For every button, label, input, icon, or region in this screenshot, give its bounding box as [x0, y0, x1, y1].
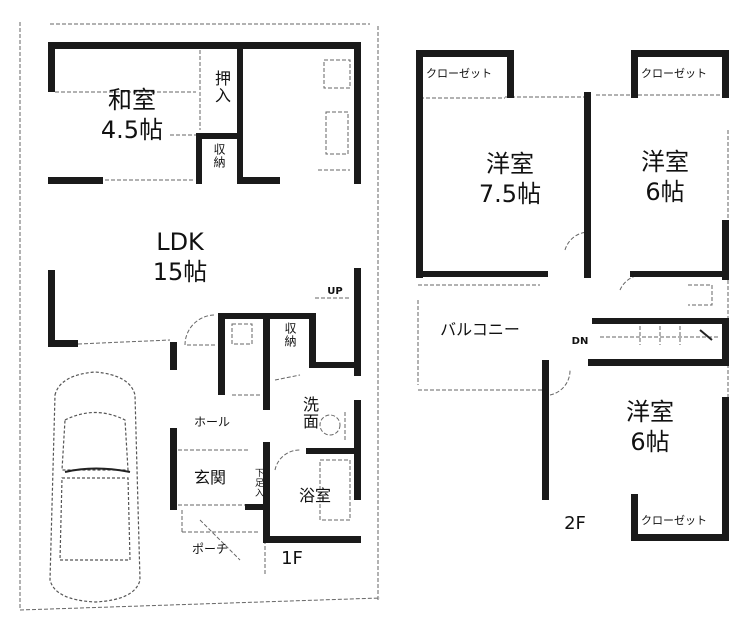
room-yoshitsu1-size: 7.5帖	[478, 180, 542, 208]
room-shuno-1: 収納	[212, 143, 226, 169]
wall	[722, 318, 729, 366]
wall	[416, 271, 548, 277]
wall	[48, 340, 78, 347]
room-genkan: 玄関	[193, 468, 226, 487]
wall	[416, 50, 423, 278]
room-shuno-2: 収納	[283, 322, 297, 348]
room-senmen: 洗面	[300, 396, 319, 430]
wall	[48, 42, 55, 92]
room-closet-2: クローゼット	[641, 67, 707, 80]
wall	[218, 313, 225, 395]
wall	[588, 359, 729, 366]
wall	[237, 177, 280, 184]
wall	[354, 268, 361, 376]
room-yoshitsu1-name: 洋室	[486, 150, 534, 178]
stair-dn-label: DN	[571, 336, 589, 347]
wall	[722, 220, 729, 280]
wall	[48, 270, 55, 347]
stair-up-label: UP	[327, 286, 343, 297]
wall	[584, 92, 591, 278]
room-closet-3: クローゼット	[641, 514, 707, 527]
room-yoshitsu2-name: 洋室	[641, 148, 689, 176]
wall	[354, 42, 361, 184]
room-yoshitsu3-name: 洋室	[626, 398, 674, 426]
room-porch: ポーチ	[191, 542, 228, 556]
room-ldk-size: 15帖	[152, 258, 208, 286]
wall	[631, 534, 729, 541]
wall	[722, 494, 729, 541]
wall	[196, 135, 202, 184]
room-washitsu-name: 和室	[108, 86, 156, 114]
wall	[196, 133, 240, 139]
wall	[631, 50, 638, 98]
wall	[722, 397, 729, 502]
wall	[416, 50, 514, 57]
wall	[263, 313, 270, 410]
wall	[630, 271, 729, 277]
room-yoshitsu3-size: 6帖	[630, 428, 670, 456]
room-washitsu-size: 4.5帖	[100, 116, 164, 144]
room-closet-1: クローゼット	[426, 67, 492, 80]
wall	[542, 360, 549, 500]
floor-label-2f: 2F	[564, 513, 586, 534]
wall	[245, 504, 270, 510]
wall	[48, 177, 103, 184]
floor-label-1f: 1F	[281, 548, 303, 569]
wall	[263, 536, 361, 543]
wall	[592, 318, 729, 324]
wall	[309, 313, 316, 363]
room-yokushitsu: 浴室	[298, 486, 331, 505]
wall	[631, 494, 638, 540]
wall	[722, 50, 729, 98]
wall	[354, 400, 361, 500]
wall	[309, 362, 361, 368]
wall	[237, 42, 243, 184]
wall	[170, 428, 177, 510]
wall	[631, 50, 729, 57]
room-hall: ホール	[193, 415, 230, 429]
wall	[507, 50, 514, 98]
room-ldk-name: LDK	[156, 228, 204, 256]
wall	[306, 448, 361, 454]
room-yoshitsu2-size: 6帖	[645, 178, 685, 206]
room-balcony: バルコニー	[440, 320, 520, 339]
wall	[263, 442, 270, 542]
room-oshiire: 押入	[212, 70, 231, 104]
room-getabako: 下足入	[253, 468, 263, 498]
wall	[48, 42, 360, 49]
wall	[170, 342, 177, 370]
